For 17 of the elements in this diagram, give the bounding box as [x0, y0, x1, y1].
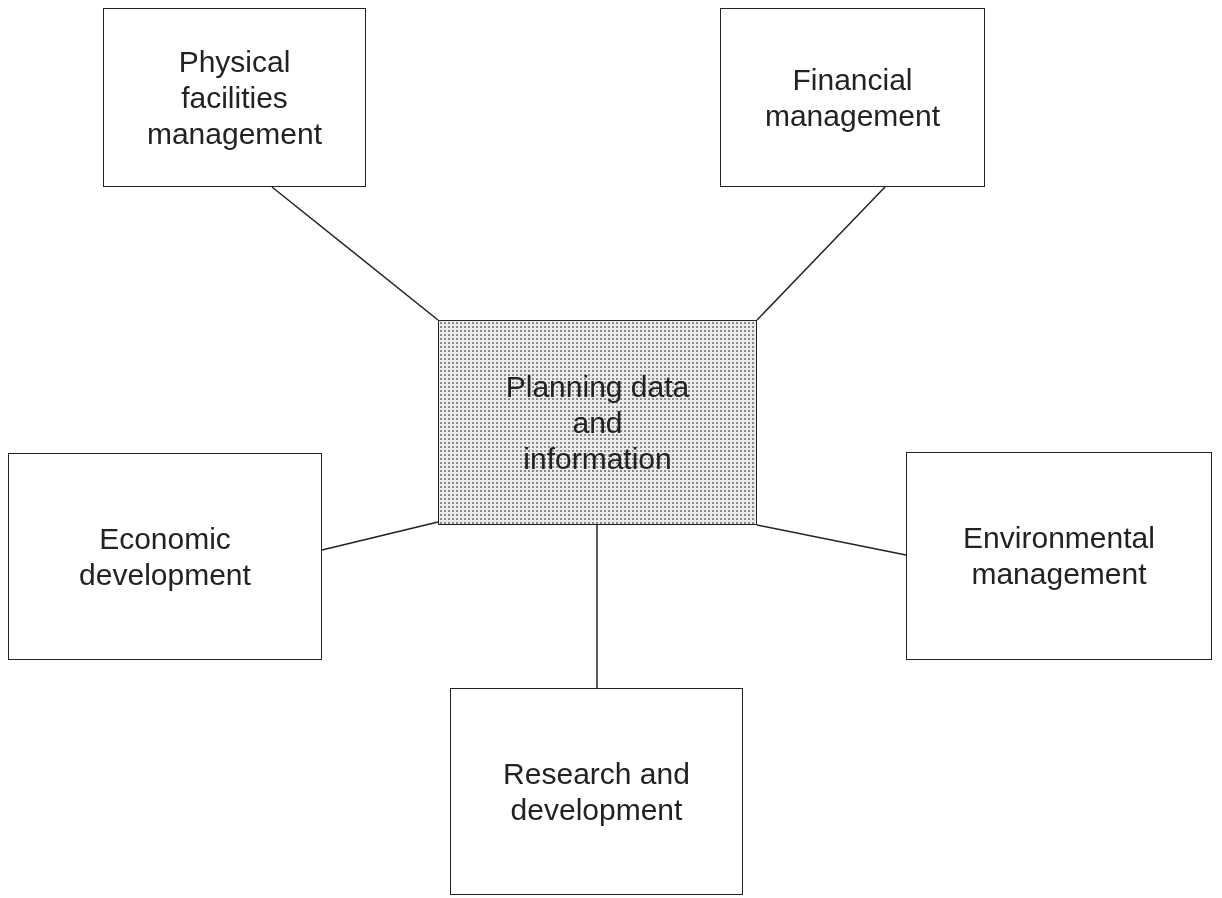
node-label: Research and development	[502, 755, 691, 828]
node-label: Planning data and information	[504, 368, 691, 477]
topic-box	[103, 8, 366, 187]
connector-line	[321, 521, 439, 551]
hub-box	[438, 320, 757, 525]
topic-box	[8, 453, 322, 660]
connector-line	[596, 524, 598, 689]
topic-box	[450, 688, 743, 895]
connector-line	[756, 524, 907, 556]
connector-line	[271, 186, 439, 321]
node-label: Financial management	[763, 61, 942, 134]
node-label: Physical facilities management	[145, 43, 324, 152]
node-label: Environmental management	[962, 520, 1156, 592]
topic-box	[720, 8, 985, 187]
node-label: Economic development	[78, 520, 252, 593]
topic-box	[906, 452, 1212, 660]
connector-line	[756, 186, 886, 321]
